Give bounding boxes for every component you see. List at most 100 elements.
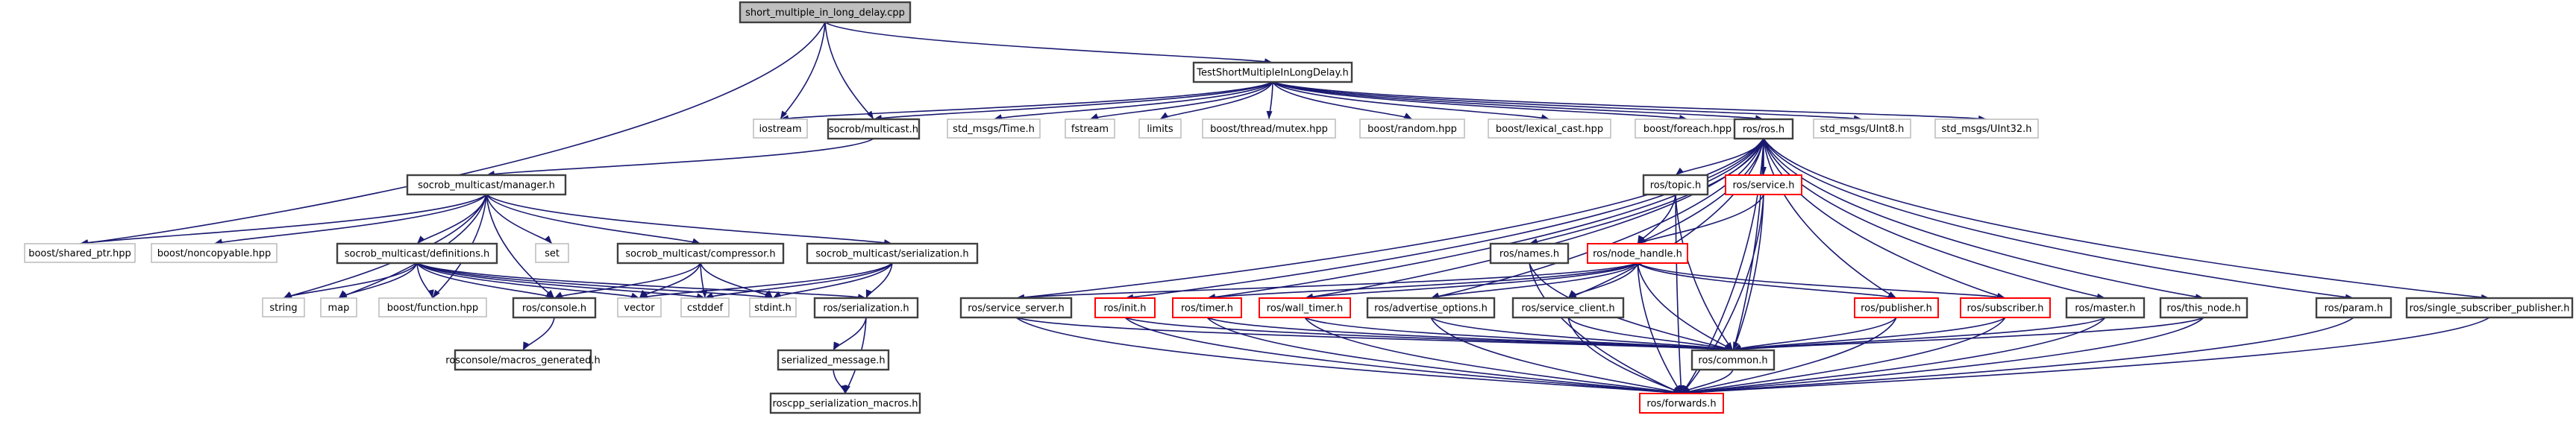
node-bnoncopy[interactable]: boost/noncopyable.hpp bbox=[151, 243, 278, 263]
node-box[interactable] bbox=[1690, 349, 1776, 371]
node-vector[interactable]: vector bbox=[617, 297, 662, 317]
node-rostimer[interactable]: ros/timer.h bbox=[1172, 297, 1242, 318]
node-box[interactable] bbox=[378, 297, 487, 317]
node-box[interactable] bbox=[1065, 118, 1115, 139]
node-box[interactable] bbox=[616, 242, 785, 265]
node-roscommon[interactable]: ros/common.h bbox=[1690, 349, 1776, 371]
node-rosthisnode[interactable]: ros/this_node.h bbox=[2159, 297, 2248, 319]
node-box[interactable] bbox=[1366, 297, 1496, 319]
node-box[interactable] bbox=[959, 297, 1073, 319]
node-box[interactable] bbox=[2405, 297, 2574, 319]
node-root[interactable]: short_multiple_in_long_delay.cpp bbox=[739, 1, 912, 24]
node-limits[interactable]: limits bbox=[1138, 118, 1182, 139]
node-box[interactable] bbox=[262, 297, 305, 317]
node-box[interactable] bbox=[813, 297, 919, 319]
node-box[interactable] bbox=[1138, 118, 1182, 139]
node-box[interactable] bbox=[1488, 118, 1611, 139]
node-bsharedptr[interactable]: boost/shared_ptr.hpp bbox=[24, 243, 136, 263]
node-box[interactable] bbox=[1587, 243, 1688, 264]
node-definitions[interactable]: socrob_multicast/definitions.h bbox=[336, 242, 498, 265]
node-box[interactable] bbox=[535, 243, 569, 263]
node-rosros[interactable]: ros/ros.h bbox=[1733, 118, 1794, 140]
node-box[interactable] bbox=[2065, 297, 2146, 319]
node-box[interactable] bbox=[680, 297, 730, 317]
node-stdtime[interactable]: std_msgs/Time.h bbox=[947, 118, 1041, 139]
node-box[interactable] bbox=[24, 243, 136, 263]
node-box[interactable] bbox=[1359, 118, 1465, 139]
node-box[interactable] bbox=[320, 297, 357, 317]
node-box[interactable] bbox=[1202, 118, 1336, 139]
node-box[interactable] bbox=[1094, 297, 1156, 318]
node-box[interactable] bbox=[2159, 297, 2248, 319]
node-box[interactable] bbox=[406, 174, 567, 196]
node-box[interactable] bbox=[151, 243, 278, 263]
node-rosmaster[interactable]: ros/master.h bbox=[2065, 297, 2146, 319]
node-box[interactable] bbox=[806, 242, 979, 265]
node-box[interactable] bbox=[1192, 61, 1353, 83]
node-bmutex[interactable]: boost/thread/mutex.hpp bbox=[1202, 118, 1336, 139]
node-box[interactable] bbox=[827, 118, 921, 140]
node-rosserial[interactable]: ros/serialization.h bbox=[813, 297, 919, 319]
node-nodehandle[interactable]: ros/node_handle.h bbox=[1587, 243, 1688, 264]
node-advopts[interactable]: ros/advertise_options.h bbox=[1366, 297, 1496, 319]
node-box[interactable] bbox=[739, 1, 912, 24]
node-box[interactable] bbox=[753, 118, 808, 139]
node-rossubscriber[interactable]: ros/subscriber.h bbox=[1960, 297, 2051, 318]
node-box[interactable] bbox=[617, 297, 662, 317]
node-set[interactable]: set bbox=[535, 243, 569, 263]
node-brandom[interactable]: boost/random.hpp bbox=[1359, 118, 1465, 139]
node-string[interactable]: string bbox=[262, 297, 305, 317]
node-box[interactable] bbox=[2315, 297, 2392, 319]
node-srvserver[interactable]: ros/service_server.h bbox=[959, 297, 1073, 319]
node-box[interactable] bbox=[1639, 393, 1724, 414]
node-rosconsole[interactable]: ros/console.h bbox=[512, 297, 597, 319]
node-rosnames[interactable]: ros/names.h bbox=[1489, 242, 1570, 265]
node-box[interactable] bbox=[947, 118, 1041, 139]
node-map[interactable]: map bbox=[320, 297, 357, 317]
node-uint32[interactable]: std_msgs/UInt32.h bbox=[1934, 118, 2039, 139]
node-box[interactable] bbox=[1511, 297, 1625, 319]
node-socmulti[interactable]: socrob/multicast.h bbox=[827, 118, 921, 140]
node-singlesub[interactable]: ros/single_subscriber_publisher.h bbox=[2405, 297, 2574, 319]
node-box[interactable] bbox=[1259, 297, 1351, 318]
node-rospublisher[interactable]: ros/publisher.h bbox=[1854, 297, 1939, 318]
node-serializationh[interactable]: socrob_multicast/serialization.h bbox=[806, 242, 979, 265]
node-serialmsg[interactable]: serialized_message.h bbox=[777, 349, 890, 371]
node-rosservice[interactable]: ros/service.h bbox=[1725, 174, 1802, 195]
node-box[interactable] bbox=[1489, 242, 1570, 265]
node-rostopic[interactable]: ros/topic.h bbox=[1642, 174, 1709, 196]
node-box[interactable] bbox=[1733, 118, 1794, 140]
node-box[interactable] bbox=[1960, 297, 2051, 318]
node-rosinit[interactable]: ros/init.h bbox=[1094, 297, 1156, 318]
node-blexical[interactable]: boost/lexical_cast.hpp bbox=[1488, 118, 1611, 139]
node-box[interactable] bbox=[1172, 297, 1242, 318]
node-box[interactable] bbox=[769, 392, 921, 414]
node-fstream[interactable]: fstream bbox=[1065, 118, 1115, 139]
node-box[interactable] bbox=[512, 297, 597, 319]
node-roswalltimer[interactable]: ros/wall_timer.h bbox=[1259, 297, 1351, 318]
node-bforeach[interactable]: boost/foreach.hpp bbox=[1635, 118, 1740, 139]
node-box[interactable] bbox=[454, 349, 592, 371]
node-box[interactable] bbox=[1635, 118, 1740, 139]
node-uint8[interactable]: std_msgs/UInt8.h bbox=[1813, 118, 1911, 139]
node-iostream[interactable]: iostream bbox=[753, 118, 808, 139]
node-bfunction[interactable]: boost/function.hpp bbox=[378, 297, 487, 317]
node-box[interactable] bbox=[777, 349, 890, 371]
node-roscppser[interactable]: roscpp_serialization_macros.h bbox=[769, 392, 921, 414]
node-manager[interactable]: socrob_multicast/manager.h bbox=[406, 174, 567, 196]
node-box[interactable] bbox=[1934, 118, 2039, 139]
node-stdint[interactable]: stdint.h bbox=[749, 297, 797, 317]
node-box[interactable] bbox=[749, 297, 797, 317]
node-box[interactable] bbox=[1813, 118, 1911, 139]
node-srvclient[interactable]: ros/service_client.h bbox=[1511, 297, 1625, 319]
node-box[interactable] bbox=[1854, 297, 1939, 318]
node-box[interactable] bbox=[336, 242, 498, 265]
node-macrosgen[interactable]: rosconsole/macros_generated.h bbox=[445, 349, 601, 371]
node-testshort[interactable]: TestShortMultipleInLongDelay.h bbox=[1192, 61, 1353, 83]
node-box[interactable] bbox=[1642, 174, 1709, 196]
node-box[interactable] bbox=[1725, 174, 1802, 195]
node-compressor[interactable]: socrob_multicast/compressor.h bbox=[616, 242, 785, 265]
node-rosforwards[interactable]: ros/forwards.h bbox=[1639, 393, 1724, 414]
node-rosparam[interactable]: ros/param.h bbox=[2315, 297, 2392, 319]
node-cstddef[interactable]: cstddef bbox=[680, 297, 730, 317]
